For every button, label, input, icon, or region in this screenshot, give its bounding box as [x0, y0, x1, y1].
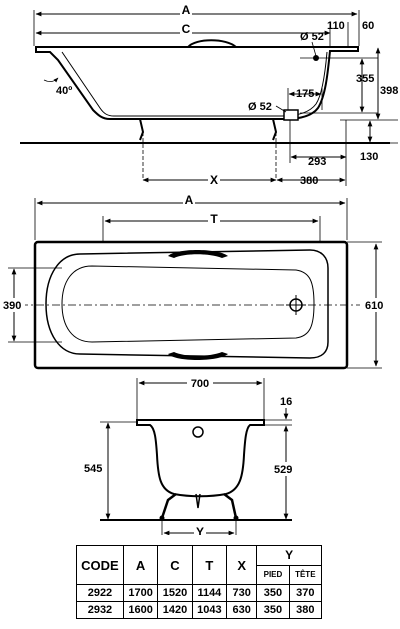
label-A-side: A: [182, 3, 191, 17]
label-130: 130: [360, 151, 378, 163]
handle-top-upper: [168, 250, 228, 258]
cell-a: 1600: [122, 601, 159, 619]
cell-tete: 370: [288, 584, 323, 602]
label-60: 60: [362, 20, 374, 32]
cell-t: 1144: [191, 584, 228, 602]
cell-code: 2922: [76, 584, 124, 602]
header-pied: PIED: [256, 564, 290, 585]
label-293: 293: [308, 156, 326, 168]
handle-top-lower: [168, 352, 228, 360]
label-700: 700: [191, 378, 209, 390]
label-175: 175: [296, 88, 314, 100]
label-380: 380: [300, 175, 318, 187]
bathtub-technical-drawing: A C 110 60 Ø 52 355 398 40º 175 Ø 52: [3, 3, 398, 535]
leg-right: [272, 118, 278, 141]
cell-c: 1520: [157, 584, 193, 602]
header-c: C: [157, 545, 193, 585]
label-529: 529: [274, 464, 292, 476]
table-row: 2922 1700 1520 1144 730 350 370: [76, 584, 323, 602]
label-110: 110: [327, 20, 345, 32]
side-view: A C 110 60 Ø 52 355 398 40º 175 Ø 52: [20, 3, 398, 187]
tub-side-profile: [35, 46, 359, 120]
top-view: A T 390 610: [3, 193, 387, 370]
header-x: X: [226, 545, 258, 585]
tub-end-section: [136, 419, 265, 498]
overflow-end: [192, 426, 204, 438]
label-610: 610: [365, 300, 383, 312]
cell-tete: 380: [288, 601, 323, 619]
leg-end-left: [160, 493, 177, 519]
label-40: 40º: [56, 85, 72, 97]
label-16: 16: [280, 396, 292, 408]
leg-end-right: [223, 493, 238, 519]
handle-side: [187, 39, 237, 48]
leg-left: [139, 118, 145, 141]
label-390: 390: [3, 300, 21, 312]
label-T: T: [210, 212, 218, 226]
label-A-top: A: [185, 193, 194, 207]
dimensions-table: CODE A C T X Y PIED TÊTE 2922 1700 1520 …: [76, 545, 323, 619]
label-Y: Y: [196, 525, 204, 535]
label-X: X: [210, 173, 218, 187]
label-355: 355: [356, 73, 374, 85]
cell-pied: 350: [256, 584, 290, 602]
table-row: 2932 1600 1420 1043 630 350 380: [76, 601, 323, 619]
cell-code: 2932: [76, 601, 124, 619]
cell-c: 1420: [157, 601, 193, 619]
header-t: T: [191, 545, 228, 585]
header-tete: TÊTE: [288, 564, 323, 585]
header-a: A: [122, 545, 159, 585]
drain-side: [283, 109, 299, 121]
label-398: 398: [380, 85, 398, 97]
label-d52-top: Ø 52: [300, 31, 324, 43]
tub-bottom-outline: [61, 265, 315, 343]
leg-end-centre: [195, 493, 201, 509]
cell-a: 1700: [122, 584, 159, 602]
header-code: CODE: [76, 545, 124, 585]
angle-arc-40: [43, 77, 59, 83]
label-545: 545: [84, 463, 102, 475]
cell-pied: 350: [256, 601, 290, 619]
label-C: C: [182, 22, 191, 36]
header-y: Y: [256, 545, 322, 566]
cell-x: 630: [226, 601, 258, 619]
cell-t: 1043: [191, 601, 228, 619]
end-view: 700 16 545 529 Y: [84, 376, 296, 535]
cell-x: 730: [226, 584, 258, 602]
label-d52-bottom: Ø 52: [248, 101, 272, 113]
